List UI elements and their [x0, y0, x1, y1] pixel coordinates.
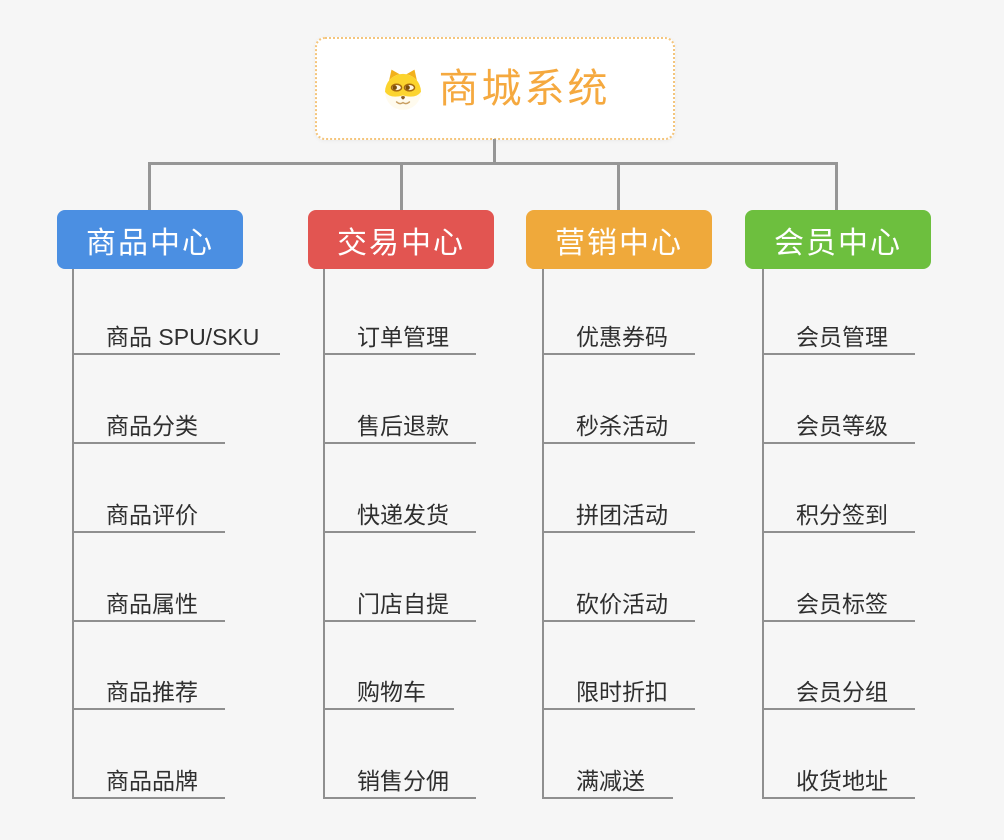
- leaf-label: 限时折扣: [576, 679, 668, 705]
- branch-trunk-line: [542, 269, 544, 799]
- doge-icon: [384, 69, 421, 110]
- leaf-item[interactable]: 会员标签: [762, 585, 915, 622]
- branch-header-members[interactable]: 会员中心: [745, 210, 931, 269]
- leaf-item[interactable]: 限时折扣: [542, 673, 695, 710]
- leaf-label: 售后退款: [357, 413, 449, 439]
- leaf-label: 快递发货: [357, 502, 449, 528]
- branch-header-marketing[interactable]: 营销中心: [526, 210, 712, 269]
- leaf-label: 商品推荐: [106, 679, 198, 705]
- leaf-item[interactable]: 订单管理: [323, 318, 476, 355]
- branch-header-trade[interactable]: 交易中心: [308, 210, 494, 269]
- connector-drop: [148, 163, 151, 210]
- leaf-label: 积分签到: [796, 502, 888, 528]
- connector-bus: [148, 162, 838, 165]
- leaf-item[interactable]: 商品品牌: [72, 762, 225, 799]
- leaf-item[interactable]: 秒杀活动: [542, 407, 695, 444]
- branch-trunk-line: [323, 269, 325, 799]
- leaf-label: 商品 SPU/SKU: [106, 324, 260, 350]
- connector-drop: [400, 163, 403, 210]
- leaf-item[interactable]: 会员分组: [762, 673, 915, 710]
- leaf-item[interactable]: 积分签到: [762, 496, 915, 533]
- leaf-label: 砍价活动: [576, 591, 668, 617]
- leaf-item[interactable]: 优惠券码: [542, 318, 695, 355]
- leaf-label: 满减送: [576, 768, 645, 794]
- leaf-label: 商品分类: [106, 413, 198, 439]
- leaf-item[interactable]: 会员等级: [762, 407, 915, 444]
- branch-header-products[interactable]: 商品中心: [57, 210, 243, 269]
- leaf-item[interactable]: 会员管理: [762, 318, 915, 355]
- leaf-label: 商品属性: [106, 591, 198, 617]
- root-title: 商城系统: [438, 66, 611, 111]
- leaf-item[interactable]: 商品评价: [72, 496, 225, 533]
- connector-drop: [617, 163, 620, 210]
- leaf-label: 购物车: [357, 679, 426, 705]
- leaf-label: 会员标签: [796, 591, 888, 617]
- leaf-label: 订单管理: [357, 324, 449, 350]
- leaf-item[interactable]: 收货地址: [762, 762, 915, 799]
- leaf-label: 商品品牌: [106, 768, 198, 794]
- leaf-item[interactable]: 购物车: [323, 673, 454, 710]
- leaf-item[interactable]: 商品 SPU/SKU: [72, 318, 280, 355]
- branch-trunk-line: [72, 269, 74, 799]
- leaf-item[interactable]: 商品分类: [72, 407, 225, 444]
- leaf-label: 收货地址: [796, 768, 888, 794]
- leaf-label: 会员等级: [796, 413, 888, 439]
- leaf-label: 优惠券码: [576, 324, 668, 350]
- connector-root-drop: [493, 139, 496, 164]
- leaf-label: 会员管理: [796, 324, 888, 350]
- leaf-label: 销售分佣: [357, 768, 449, 794]
- connector-drop: [835, 163, 838, 210]
- leaf-item[interactable]: 售后退款: [323, 407, 476, 444]
- leaf-item[interactable]: 销售分佣: [323, 762, 476, 799]
- leaf-item[interactable]: 商品推荐: [72, 673, 225, 710]
- leaf-label: 会员分组: [796, 679, 888, 705]
- leaf-item[interactable]: 满减送: [542, 762, 673, 799]
- root-node[interactable]: 商城系统: [315, 37, 675, 140]
- leaf-item[interactable]: 砍价活动: [542, 585, 695, 622]
- leaf-item[interactable]: 商品属性: [72, 585, 225, 622]
- branch-trunk-line: [762, 269, 764, 799]
- leaf-item[interactable]: 门店自提: [323, 585, 476, 622]
- leaf-label: 拼团活动: [576, 502, 668, 528]
- leaf-item[interactable]: 拼团活动: [542, 496, 695, 533]
- leaf-label: 门店自提: [357, 591, 449, 617]
- leaf-item[interactable]: 快递发货: [323, 496, 476, 533]
- leaf-label: 商品评价: [106, 502, 198, 528]
- leaf-label: 秒杀活动: [576, 413, 668, 439]
